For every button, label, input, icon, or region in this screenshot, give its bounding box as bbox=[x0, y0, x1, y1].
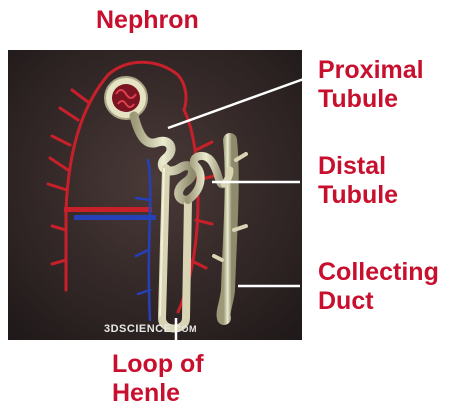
nephron-illustration: 3DSCIENCE.COM bbox=[8, 50, 302, 340]
glomerulus bbox=[105, 77, 147, 119]
renal-vein bbox=[74, 215, 156, 220]
renal-artery bbox=[64, 207, 152, 212]
label-proximal-tubule: Proximal Tubule bbox=[318, 56, 424, 114]
watermark-text: 3DSCIENCE.COM bbox=[104, 323, 197, 335]
label-collecting-duct: Collecting Duct bbox=[318, 258, 439, 316]
diagram-title: Nephron bbox=[96, 6, 199, 35]
label-distal-tubule: Distal Tubule bbox=[318, 152, 398, 210]
label-loop-of-henle: Loop of Henle bbox=[112, 350, 204, 408]
illustration-background bbox=[8, 50, 302, 340]
